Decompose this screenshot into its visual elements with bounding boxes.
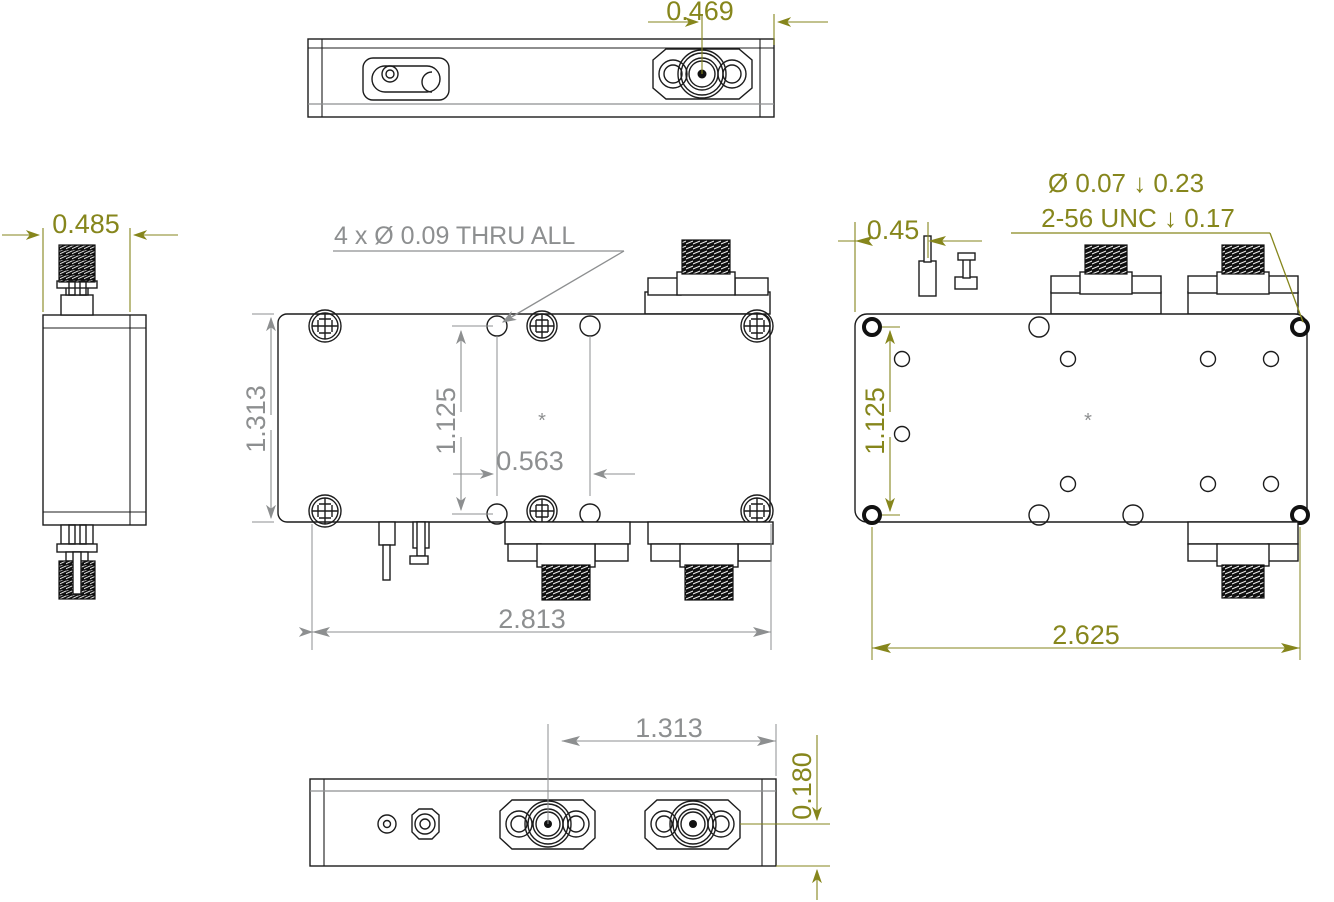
interior-holes-rear — [893, 316, 1280, 526]
sma-connector-front-top — [644, 239, 771, 315]
dimension-value-0563: 0.563 — [496, 446, 564, 476]
sma-connector-rear-top-left — [1050, 244, 1162, 315]
corner-tapped-holes-rear — [862, 317, 1310, 525]
dimension-1313-bottom: 1.313 — [547, 713, 777, 824]
dimension-value-0180: 0.180 — [787, 752, 817, 820]
dimension-value-1313-left: 1.313 — [241, 385, 271, 453]
dimension-1125-rear: 1.125 — [860, 326, 900, 516]
view-top-edge: 0.469 — [307, 0, 828, 118]
sma-connector-rear-bottom — [1187, 521, 1299, 599]
dimension-value-2625: 2.625 — [1052, 620, 1120, 650]
dimension-2625: 2.625 — [871, 527, 1301, 660]
note-cbore-text: Ø 0.07 ↓ 0.23 — [1048, 168, 1204, 198]
dimension-045: 0.45 — [838, 215, 982, 312]
note-tap-text: 2-56 UNC ↓ 0.17 — [1041, 203, 1235, 233]
note-cbore-tap: Ø 0.07 ↓ 0.23 2-56 UNC ↓ 0.17 — [1011, 168, 1304, 323]
view-rear: * Ø 0.07 ↓ 0.23 2-56 UNC ↓ 0.17 0.45 — [838, 168, 1310, 660]
dimension-0469: 0.469 — [648, 0, 828, 74]
dimension-1125-front: 1.125 — [431, 325, 493, 515]
dimension-value-0485: 0.485 — [52, 209, 120, 239]
sma-connector-left-bottom — [56, 524, 98, 600]
sma-connector-rear-top-right — [1187, 244, 1299, 315]
dimension-0485: 0.485 — [2, 209, 178, 312]
dimension-value-1125-rear: 1.125 — [860, 387, 890, 455]
note-thru-all-text: 4 x Ø 0.09 THRU ALL — [334, 222, 575, 250]
center-mark-front: * — [538, 410, 546, 432]
dimension-1313-left: 1.313 — [241, 313, 276, 523]
top-slot-feature — [362, 57, 450, 101]
dimension-value-2813: 2.813 — [498, 604, 566, 634]
view-left-side: 0.485 — [2, 209, 178, 600]
note-thru-all: 4 x Ø 0.09 THRU ALL — [333, 222, 625, 323]
bottom-small-holes — [377, 808, 440, 840]
dimension-value-0469: 0.469 — [666, 0, 734, 26]
dimension-2813: 2.813 — [298, 524, 772, 650]
view-front: * 4 x Ø 0.09 THRU ALL — [241, 222, 774, 650]
view-bottom-edge: 1.313 0.180 — [309, 713, 830, 900]
dimension-0563: 0.563 — [453, 336, 635, 496]
dimension-value-1125-front: 1.125 — [431, 387, 461, 455]
dimension-0180: 0.180 — [740, 735, 830, 900]
center-mark-rear: * — [1084, 410, 1092, 432]
sma-connector-bottom-2 — [644, 799, 741, 850]
bottom-features-front — [378, 521, 774, 601]
dimension-value-1313-bottom: 1.313 — [635, 713, 703, 743]
dimension-value-045: 0.45 — [867, 215, 920, 245]
sma-connector-left-top — [56, 244, 98, 316]
